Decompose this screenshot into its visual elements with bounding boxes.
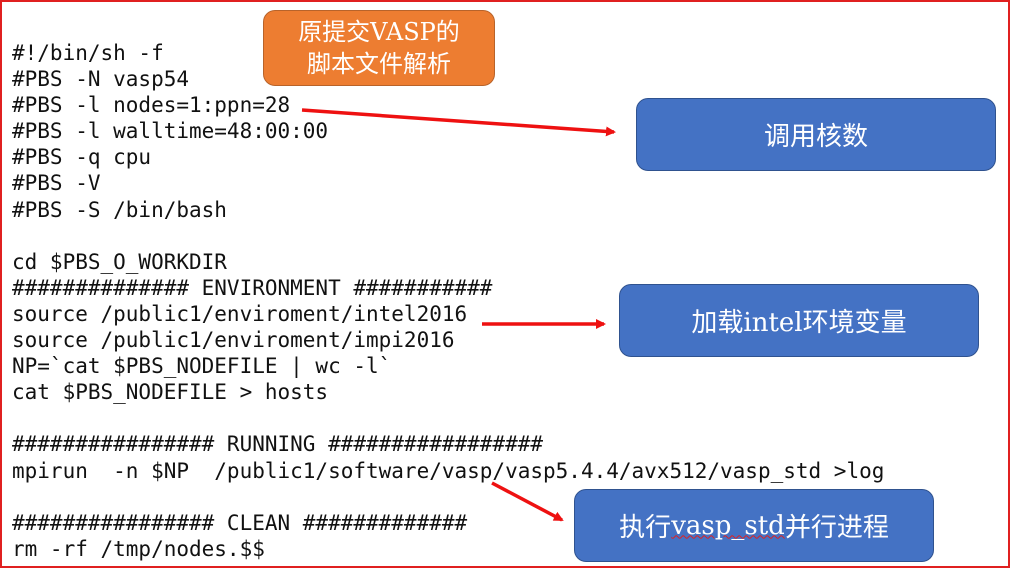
callout-cores-label: 调用核数 [763, 122, 868, 152]
code-line [12, 223, 884, 249]
callout-environment: 加载intel环境变量 [619, 284, 979, 357]
code-line: #PBS -V [12, 171, 101, 196]
script-code-block: #!/bin/sh -f#PBS -N vasp54#PBS -l nodes=… [12, 40, 884, 562]
callout-environment-label: 加载intel环境变量 [691, 308, 907, 338]
code-line: ################ RUNNING ###############… [12, 432, 544, 457]
code-line [12, 405, 884, 431]
title-line-2: 脚本文件解析 [307, 50, 451, 78]
code-line: rm -rf /tmp/nodes.$$ [12, 536, 265, 561]
callout-cores: 调用核数 [636, 98, 996, 171]
code-line: #PBS -q cpu [12, 145, 152, 170]
code-line: #PBS -N vasp54 [12, 67, 190, 92]
code-line: #PBS -l walltime=48:00:00 [12, 119, 329, 144]
code-line: #PBS -l nodes=1:ppn=28 [12, 93, 291, 118]
callout-run-prefix: 执行 [619, 513, 672, 543]
code-line: NP=`cat $PBS_NODEFILE | wc -l` [12, 354, 392, 379]
callout-run-suffix: 并行进程 [784, 513, 889, 543]
callout-run-command: vasp_std [671, 510, 785, 541]
code-line: ############## ENVIRONMENT ########### [12, 275, 493, 300]
code-line: cat $PBS_NODEFILE > hosts [12, 380, 329, 405]
code-line: source /public1/enviroment/impi2016 [12, 328, 455, 353]
code-line: cd $PBS_O_WORKDIR [12, 249, 227, 274]
code-line: ################ CLEAN ############# [12, 510, 468, 535]
code-line: #!/bin/sh -f [12, 41, 164, 65]
title-box: 原提交VASP的 脚本文件解析 [263, 10, 495, 86]
code-line: source /public1/enviroment/intel2016 [12, 301, 468, 326]
code-line: mpirun -n $NP /public1/software/vasp/vas… [12, 458, 885, 483]
code-line: #PBS -S /bin/bash [12, 197, 227, 222]
title-line-1: 原提交VASP的 [298, 18, 460, 46]
